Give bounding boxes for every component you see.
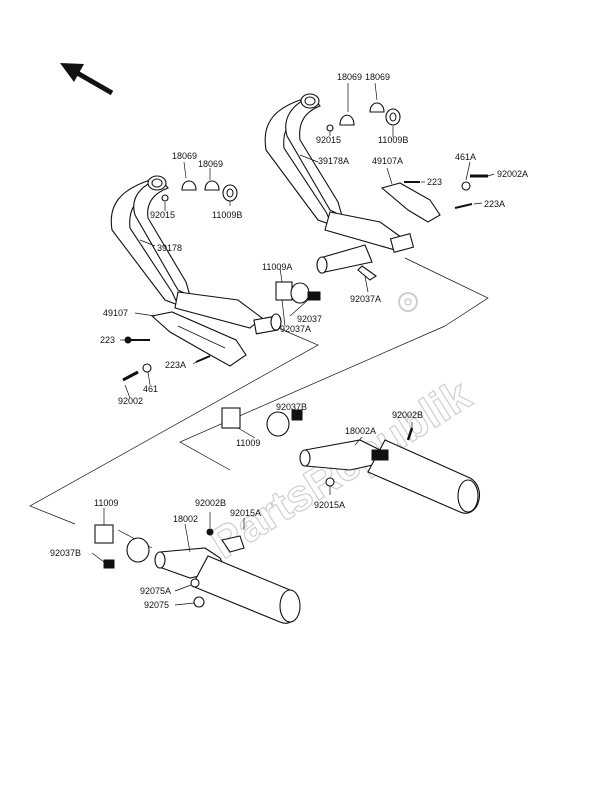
gasket-11009-mid <box>221 407 303 437</box>
clamp-18069-right <box>326 102 401 132</box>
bolt-92002-left <box>122 363 152 382</box>
label-92037b: 92037B <box>50 548 81 558</box>
label-92075a: 92075A <box>140 586 171 596</box>
bolt-223-left <box>124 336 150 344</box>
bolt-223a-right <box>454 203 473 209</box>
gear-watermark-icon <box>398 292 418 312</box>
label-49107a: 49107A <box>372 156 403 166</box>
label-461a: 461A <box>455 152 476 162</box>
label-92037b: 92037B <box>276 402 307 412</box>
bolt-223a-left <box>195 355 211 363</box>
bolt-92002a-right <box>461 174 488 191</box>
label-39178a: 39178A <box>318 156 349 166</box>
heat-guard-49107 <box>150 311 247 367</box>
label-18069: 18069 <box>198 159 223 169</box>
label-18002: 18002 <box>173 514 198 524</box>
label-18002a: 18002A <box>345 426 376 436</box>
label-92015a: 92015A <box>230 508 261 518</box>
label-92002a: 92002A <box>497 169 528 179</box>
label-18069: 18069 <box>172 151 197 161</box>
muffler-18002 <box>154 528 301 624</box>
label-92037: 92037 <box>297 314 322 324</box>
label-11009a: 11009A <box>262 262 292 272</box>
leader-lines <box>91 82 495 606</box>
label-92037a: 92037A <box>350 294 381 304</box>
label-223: 223 <box>100 335 115 345</box>
label-39178: 39178 <box>157 243 182 253</box>
label-92037a: 92037A <box>280 324 311 334</box>
label-49107: 49107 <box>103 308 128 318</box>
label-11009b: 11009B <box>378 135 408 145</box>
label-18069: 18069 <box>337 72 362 82</box>
label-18069: 18069 <box>365 72 390 82</box>
part-labels: 18069 18069 92015 11009B 39178 49107 223… <box>50 72 528 610</box>
label-11009: 11009 <box>94 498 118 508</box>
clamp-92037a-right <box>357 265 377 281</box>
label-223a: 223A <box>165 360 186 370</box>
label-92015: 92015 <box>150 210 175 220</box>
clamp-18069-left <box>161 180 238 202</box>
gasket-11009-bottom <box>94 524 150 569</box>
label-11009b: 11009B <box>212 210 242 220</box>
heat-guard-49107a <box>380 182 441 223</box>
label-223a: 223A <box>484 199 505 209</box>
label-92015a: 92015A <box>314 500 345 510</box>
muffler-18002a <box>299 427 480 514</box>
label-223: 223 <box>427 177 442 187</box>
label-92002b: 92002B <box>195 498 226 508</box>
label-92002: 92002 <box>118 396 143 406</box>
label-92075: 92075 <box>144 600 169 610</box>
gasket-11009a <box>275 281 321 304</box>
exhaust-pipe-39178 <box>110 175 282 335</box>
label-461: 461 <box>143 384 158 394</box>
label-92015: 92015 <box>316 135 341 145</box>
label-92002b: 92002B <box>392 410 423 420</box>
front-direction-arrow-icon <box>60 63 114 96</box>
exhaust-pipe-39178a <box>264 93 415 274</box>
label-11009: 11009 <box>236 438 260 448</box>
